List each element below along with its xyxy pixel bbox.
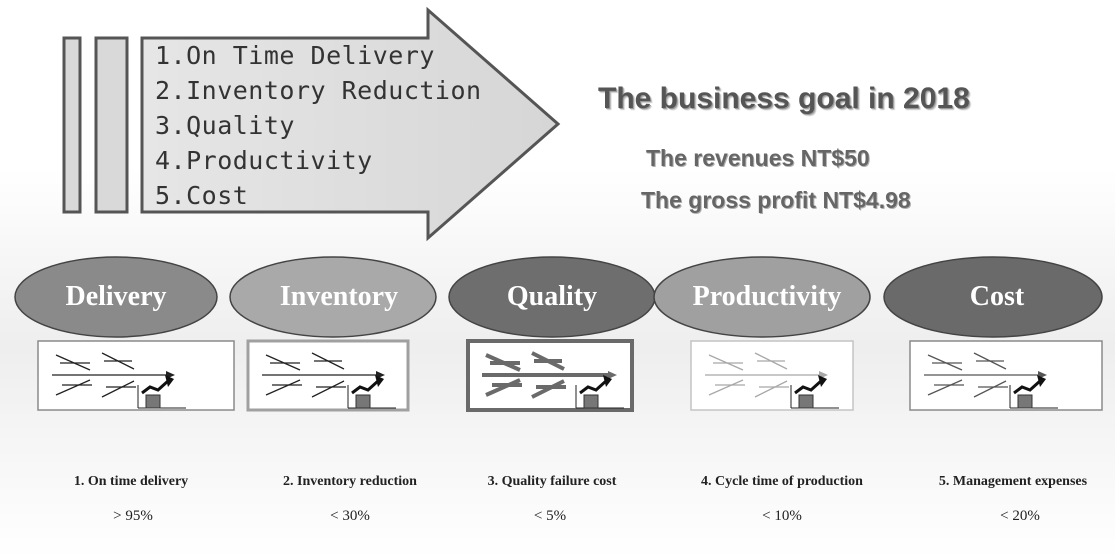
oval-cost (883, 256, 1103, 338)
fishbone-diagram-cost (909, 340, 1103, 411)
kpi-label-inventory: 2. Inventory reduction (283, 474, 417, 489)
arrow-item-productivity: 4.Productivity (155, 146, 373, 175)
business-goal-title: The business goal in 2018 (598, 82, 970, 115)
gross-profit-goal: The gross profit NT$4.98 (641, 187, 911, 213)
arrow-item-quality: 3.Quality (155, 111, 295, 140)
kpi-target-productivity: < 10% (762, 508, 802, 524)
oval-label-cost: Cost (969, 281, 1025, 312)
arrow-item-delivery: 1.On Time Delivery (155, 41, 435, 70)
arrow-bar-left (62, 36, 82, 214)
arrow-item-cost: 5.Cost (155, 181, 249, 210)
oval-delivery (14, 256, 218, 338)
arrow-body (140, 6, 561, 242)
fishbone-diagram-inventory (246, 339, 410, 412)
kpi-label-delivery: 1. On time delivery (73, 474, 189, 489)
fishbone-diagram-delivery (37, 340, 235, 411)
oval-label-quality: Quality (506, 281, 598, 312)
revenue-goal: The revenues NT$50 (646, 145, 870, 171)
kpi-target-quality: < 5% (533, 508, 567, 524)
arrow-item-inventory: 2.Inventory Reduction (155, 76, 482, 105)
oval-label-inventory: Inventory (279, 281, 399, 312)
kpi-label-cost: 5. Management expenses (938, 474, 1088, 489)
kpi-target-inventory: < 30% (330, 508, 370, 524)
kpi-target-cost: < 20% (1000, 508, 1040, 524)
kpi-target-delivery: > 95% (113, 508, 153, 524)
oval-inventory (229, 256, 437, 338)
fishbone-diagram-quality (466, 339, 634, 412)
arrow-bar-right (94, 36, 129, 214)
oval-label-delivery: Delivery (65, 281, 167, 312)
kpi-label-productivity: 4. Cycle time of production (701, 474, 863, 489)
fishbone-diagram-productivity (690, 340, 854, 411)
oval-label-productivity: Productivity (692, 281, 842, 312)
kpi-label-quality: 3. Quality failure cost (487, 474, 617, 489)
oval-productivity (653, 256, 871, 338)
